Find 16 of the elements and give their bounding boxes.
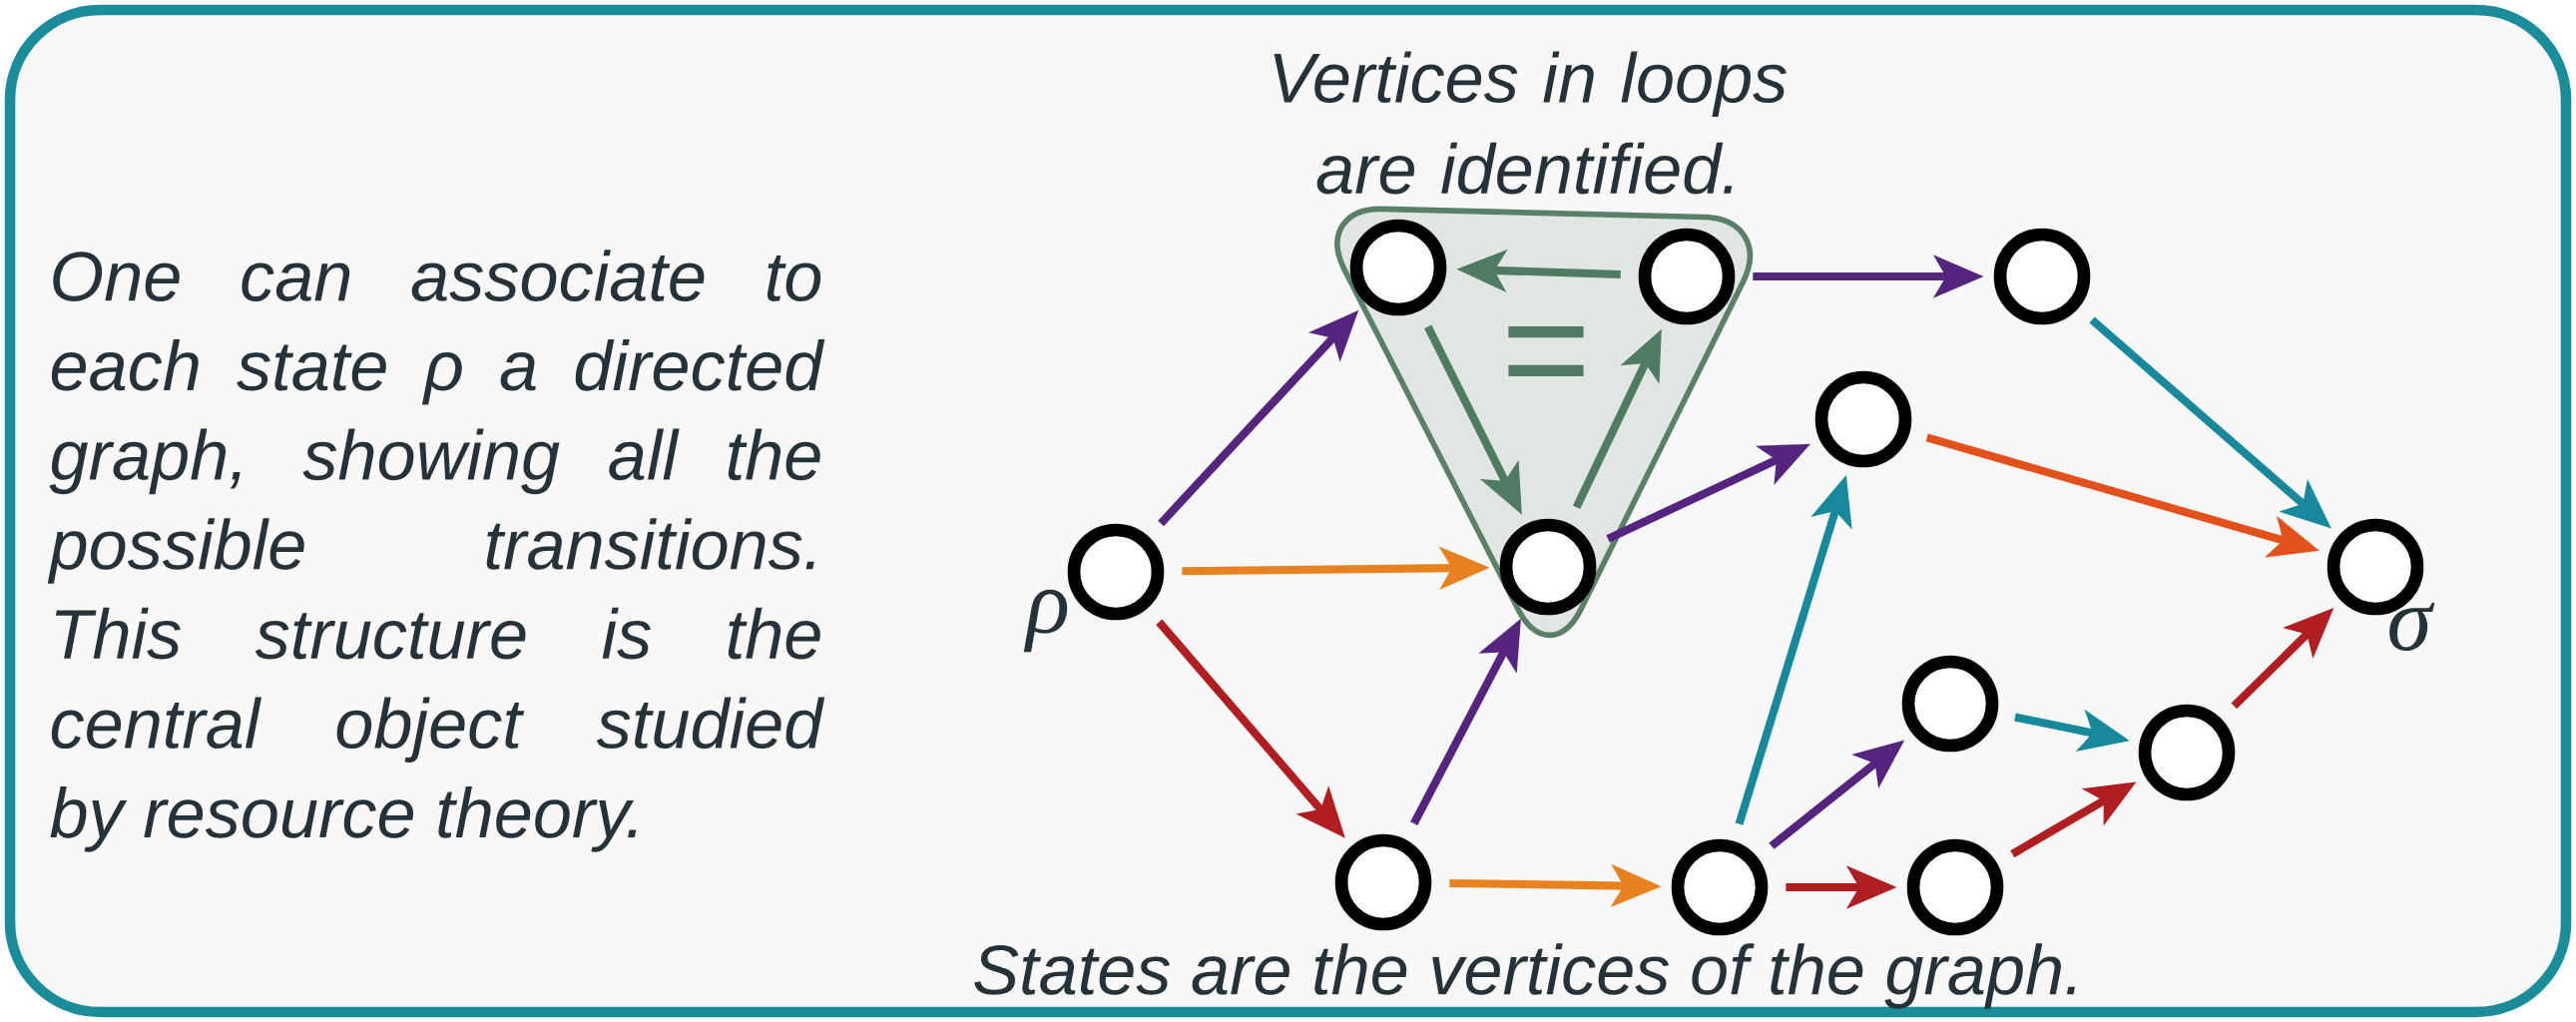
vertex-circle [1993, 228, 2091, 325]
equals-sign: = [1508, 326, 1584, 376]
vertex-circle [1334, 833, 1432, 931]
vertex-label: ρ [1023, 589, 1068, 653]
vertex-circle [1349, 219, 1447, 316]
vertex-circle [1638, 228, 1736, 325]
vertex-circle [1499, 518, 1597, 616]
heading-text: Vertices in loops are identified. [1274, 51, 1787, 195]
description-text: One can associate to each state ρ a directed graph, showing all the possible transitions. This structure is the central object studied by resource theory. [47, 250, 825, 852]
caption-text: States are the vertices of the graph. [974, 943, 2075, 1009]
vertex-circle [1814, 370, 1912, 468]
vertex-circle [2138, 704, 2236, 801]
vertex-label: σ [2389, 603, 2435, 651]
vertex-circle [1901, 655, 1999, 753]
vertex-circle [1906, 838, 2004, 936]
vertex-circle [1671, 838, 1769, 936]
